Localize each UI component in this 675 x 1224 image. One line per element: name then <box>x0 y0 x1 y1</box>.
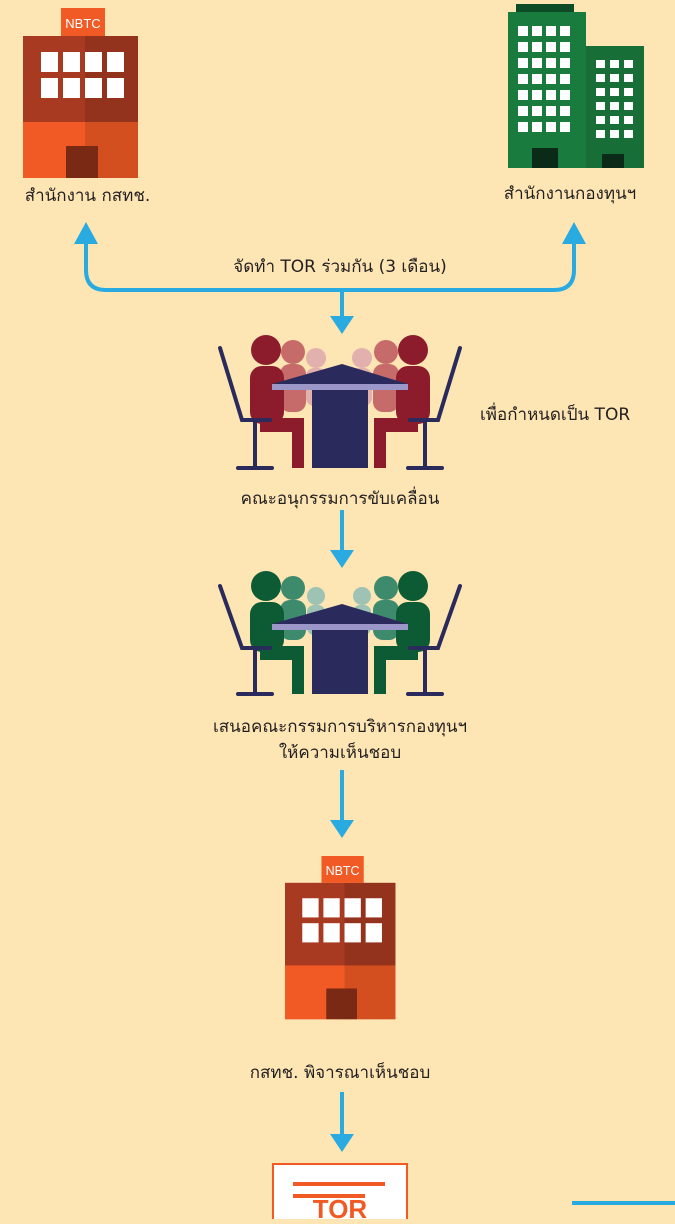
arrow-up-right <box>562 222 586 244</box>
nbtc-building-bottom: NBTC <box>285 856 396 1020</box>
label-fund-board-line1: เสนอคณะกรรมการบริหารกองทุนฯ <box>212 717 467 737</box>
meeting-table-icon <box>218 335 462 470</box>
office-building-icon <box>285 856 396 1020</box>
label-nbtc-office: สำนักงาน กสทช. <box>24 186 151 206</box>
label-steering-committee: คณะอนุกรรมการขับเคลื่อน <box>240 489 440 509</box>
document-icon <box>272 1163 408 1219</box>
label-nbtc-approve: กสทช. พิจารณาเห็นชอบ <box>249 1063 431 1083</box>
meeting-table-icon <box>218 571 462 696</box>
label-fund-office: สำนักงานกองทุนฯ <box>503 184 637 204</box>
meeting-green <box>218 571 462 696</box>
connector-arrows-top <box>84 238 576 320</box>
label-joint-tor: จัดทำ TOR ร่วมกัน (3 เดือน) <box>233 257 447 277</box>
meeting-red <box>218 335 462 470</box>
nbtc-sign-bottom: NBTC <box>326 864 360 878</box>
nbtc-building-top: NBTC <box>23 8 138 178</box>
label-fund-board-line2: ให้ความเห็นชอบ <box>278 743 402 763</box>
label-define-tor: เพื่อกำหนดเป็น TOR <box>480 405 631 425</box>
arrow-up-left <box>74 222 98 244</box>
tor-document-label: TOR <box>312 1194 368 1224</box>
nbtc-sign-top: NBTC <box>65 16 100 31</box>
bracket-line <box>84 238 576 292</box>
arrow-down-4 <box>330 1134 354 1152</box>
arrow-down-1 <box>330 316 354 334</box>
skyscraper-icon <box>508 4 644 168</box>
label-fund-board: เสนอคณะกรรมการบริหารกองทุนฯ ให้ความเห็นช… <box>150 714 530 766</box>
fund-building <box>508 4 644 168</box>
arrow-down-3 <box>330 820 354 838</box>
tor-document <box>272 1163 408 1219</box>
arrow-down-2 <box>330 550 354 568</box>
office-building-icon <box>23 8 138 178</box>
